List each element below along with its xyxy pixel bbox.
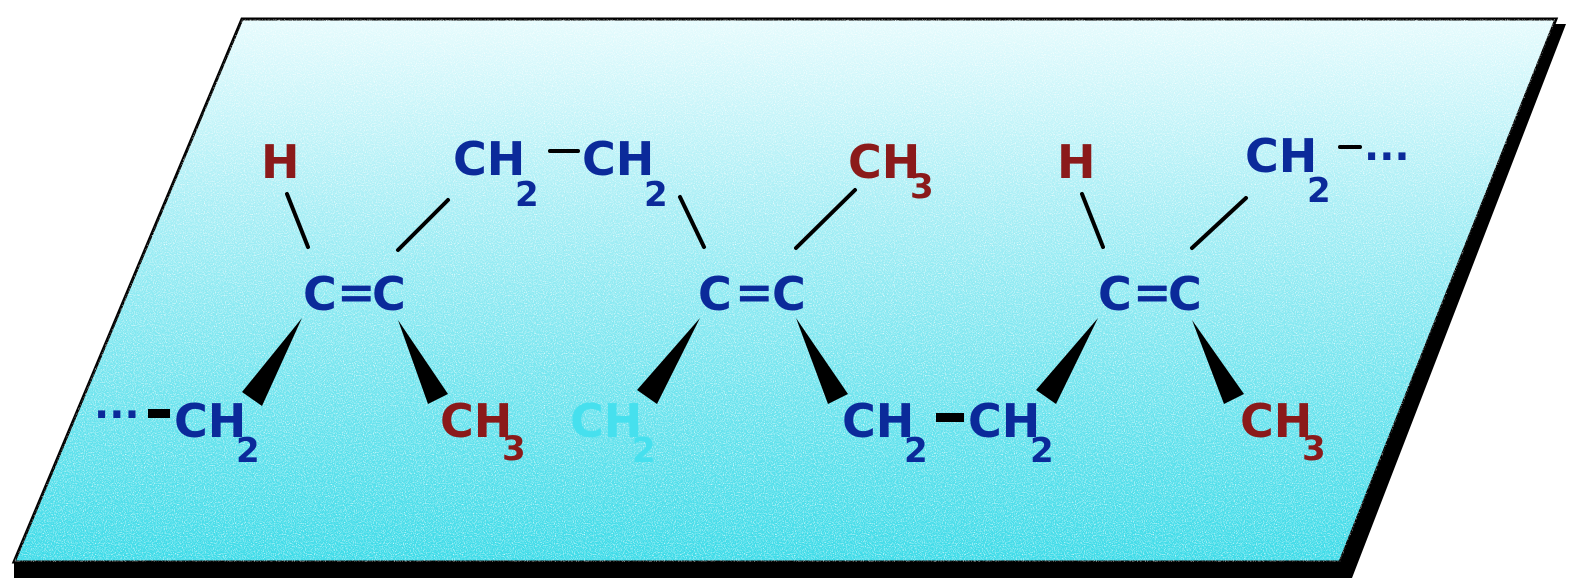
hydrogen-label-2: H — [1057, 135, 1096, 189]
plane-speckle — [14, 19, 1556, 562]
double-bonds: C = C C = C C = C — [303, 265, 1202, 321]
chain-continuation-left: ··· — [94, 392, 140, 438]
ch3-sub-bottom-a: 3 — [502, 429, 526, 469]
ch2-label-top-a: CH — [453, 132, 525, 186]
ch2-sub-bottom-c: 2 — [1030, 431, 1054, 471]
ch2-sub-top-a: 2 — [515, 175, 539, 215]
ch2-label-bottom-a: CH — [174, 394, 246, 448]
ch2-label-top-b: CH — [582, 132, 654, 186]
hydrogen-label-1: H — [261, 135, 300, 189]
chain-continuation-right: ··· — [1364, 134, 1410, 180]
carbon-label-2: C — [372, 267, 406, 321]
bond-dots-ch2 — [148, 409, 170, 418]
wedge-c6-ch3 — [1192, 320, 1244, 404]
carbon-label-3: C — [698, 267, 732, 321]
bond-c6-ch2c — [1190, 196, 1248, 250]
ch2-sub-top-c: 2 — [1307, 171, 1331, 211]
ch2-sub-bottom-faded: 2 — [632, 431, 656, 471]
carbon-label-5: C — [1098, 267, 1132, 321]
bonds — [148, 145, 1362, 422]
ch2-sub-bottom-a: 2 — [236, 431, 260, 471]
double-bond-sign-1: = — [337, 265, 376, 319]
bond-h1-c1 — [285, 192, 310, 249]
wedge-c4-ch2 — [796, 318, 848, 404]
bond-ch2b-c3 — [678, 195, 706, 249]
ch3-label-bottom-a: CH — [440, 394, 512, 448]
bottom-row: ··· CH 2 CH 3 CH 2 CH 2 CH 2 CH 3 — [94, 392, 1326, 471]
bond-c2-ch2a — [396, 198, 450, 252]
wedge-c3-ch2 — [637, 318, 700, 404]
ch3-label-bottom-b: CH — [1240, 394, 1312, 448]
carbon-label-1: C — [303, 267, 337, 321]
plane-bottom-edge — [14, 562, 1334, 578]
bond-ch2-ch2-bottom — [936, 413, 964, 422]
carbon-label-4: C — [772, 267, 806, 321]
bond-c4-ch3 — [794, 188, 857, 250]
ch2-sub-top-b: 2 — [644, 175, 668, 215]
ch2-label-bottom-b: CH — [842, 394, 914, 448]
ch2-sub-bottom-b: 2 — [904, 431, 928, 471]
ch3-label-top: CH — [848, 135, 920, 189]
wedge-c2-ch3 — [398, 320, 448, 404]
ch3-sub-bottom-b: 3 — [1302, 429, 1326, 469]
ch2-label-top-c: CH — [1245, 129, 1317, 183]
wedge-c5-ch2 — [1036, 318, 1098, 404]
wedges — [242, 318, 1244, 406]
top-row: H CH 2 CH 2 CH 3 H CH 2 ··· — [261, 129, 1410, 215]
carbon-label-6: C — [1168, 267, 1202, 321]
ch3-sub-top: 3 — [910, 167, 934, 207]
bond-h2-c5 — [1080, 192, 1105, 249]
double-bond-sign-3: = — [1133, 265, 1172, 319]
double-bond-sign-2: = — [735, 265, 774, 319]
wedge-c1-ch2 — [242, 318, 302, 406]
plane-shadow — [1334, 24, 1566, 578]
ch2-label-bottom-faded: CH — [570, 394, 642, 448]
ch2-label-bottom-c: CH — [968, 394, 1040, 448]
